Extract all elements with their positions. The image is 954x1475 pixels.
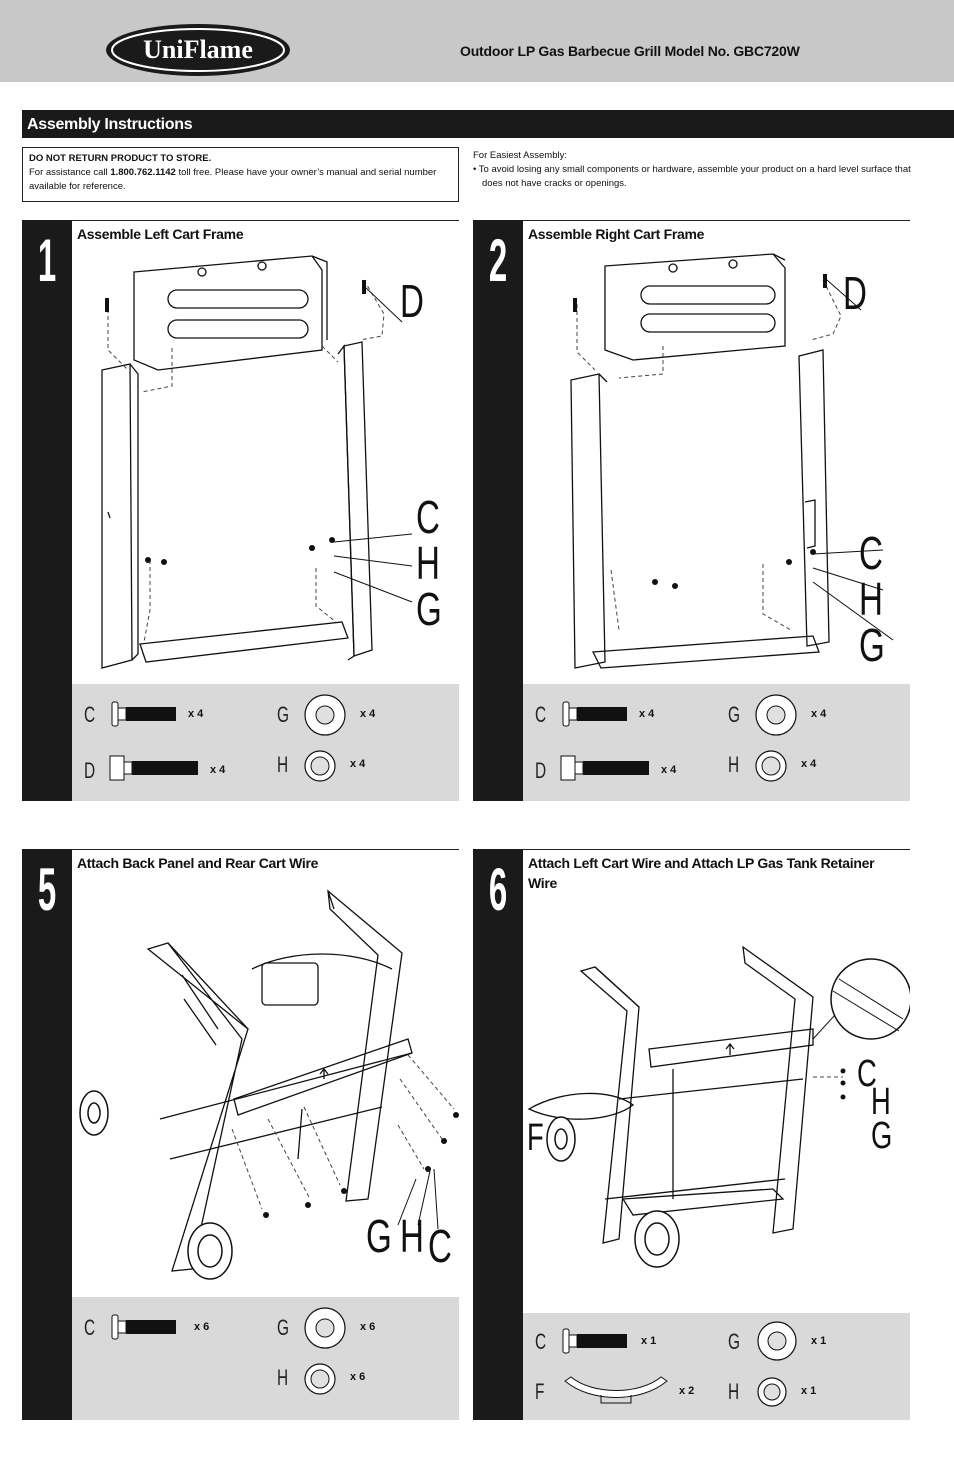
page-header: UniFlame Outdoor LP Gas Barbecue Grill M… bbox=[0, 0, 954, 82]
part-letter: G bbox=[728, 1329, 740, 1354]
callout-letter: C bbox=[859, 527, 883, 579]
step-number-column: 5 bbox=[22, 849, 72, 1420]
flat-washer-icon bbox=[304, 1307, 346, 1349]
left-cart-frame-diagram bbox=[101, 255, 413, 669]
part-letter: D bbox=[535, 758, 547, 783]
easiest-assembly-note: For Easiest Assembly: • To avoid losing … bbox=[473, 149, 913, 191]
step-5-panel: 5 Attach Back Panel and Rear Cart Wire bbox=[22, 849, 459, 1420]
brand-text: UniFlame bbox=[143, 35, 253, 64]
part-letter: G bbox=[277, 1315, 289, 1340]
part-letter: C bbox=[535, 1329, 547, 1354]
lock-washer-icon bbox=[304, 750, 336, 782]
part-letter: G bbox=[277, 702, 289, 727]
left-cart-wire-tank-retainer-diagram bbox=[527, 945, 910, 1268]
notice-heading: DO NOT RETURN PRODUCT TO STORE. bbox=[29, 153, 212, 164]
callout-letter: H bbox=[859, 573, 883, 625]
step-number: 6 bbox=[488, 856, 508, 923]
bolt-short-icon bbox=[562, 1328, 627, 1354]
step-title: Assemble Right Cart Frame bbox=[528, 226, 705, 242]
flat-washer-icon bbox=[757, 1321, 797, 1361]
part-letter: C bbox=[84, 702, 96, 727]
callout-letter: H bbox=[400, 1210, 424, 1262]
callout-letter: C bbox=[857, 1053, 877, 1095]
part-letter: H bbox=[277, 1365, 289, 1390]
part-qty: x 6 bbox=[194, 1321, 210, 1333]
back-panel-rear-wire-diagram bbox=[79, 889, 459, 1280]
easiest-bullet: • To avoid losing any small components o… bbox=[473, 164, 911, 189]
step-number-column: 6 bbox=[473, 849, 523, 1420]
bolt-long-icon bbox=[109, 755, 198, 781]
flat-washer-icon bbox=[304, 694, 346, 736]
part-letter: H bbox=[728, 1379, 740, 1404]
part-letter: D bbox=[84, 758, 96, 783]
uniflame-logo: UniFlame bbox=[106, 24, 290, 76]
part-qty: x 4 bbox=[801, 758, 817, 770]
part-letter: C bbox=[84, 1315, 96, 1340]
part-qty: x 1 bbox=[641, 1335, 657, 1347]
callout-letter: C bbox=[416, 491, 440, 543]
part-letter: H bbox=[277, 752, 289, 777]
callout-letter: H bbox=[416, 537, 440, 589]
step-2-panel: 2 Assemble Right Cart Frame bbox=[473, 220, 910, 801]
step-number: 2 bbox=[488, 227, 508, 294]
step-title: Assemble Left Cart Frame bbox=[77, 226, 244, 242]
callout-letter: F bbox=[527, 1117, 544, 1159]
callout-letter: G bbox=[859, 619, 885, 671]
header-title: Outdoor LP Gas Barbecue Grill Model No. … bbox=[460, 43, 800, 59]
part-qty: x 4 bbox=[360, 708, 376, 720]
part-qty: x 4 bbox=[639, 708, 655, 720]
step-1-panel: 1 Assemble Left Cart Frame bbox=[22, 220, 459, 801]
bolt-short-icon bbox=[111, 1314, 176, 1340]
step-title: Attach Back Panel and Rear Cart Wire bbox=[77, 855, 319, 871]
part-letter: F bbox=[535, 1379, 545, 1404]
notice-text-suffix: toll free. Please have your owner’s manu… bbox=[29, 167, 437, 192]
notice-text: For assistance call 1.800.762.1142 toll … bbox=[29, 166, 452, 194]
lock-washer-icon bbox=[755, 750, 787, 782]
step-number-column: 2 bbox=[473, 220, 523, 801]
part-qty: x 4 bbox=[210, 764, 226, 776]
step-number: 5 bbox=[37, 856, 57, 923]
bolt-short-icon bbox=[562, 701, 627, 727]
callout-letter: D bbox=[843, 267, 867, 319]
step-number-column: 1 bbox=[22, 220, 72, 801]
callout-letter: G bbox=[416, 583, 442, 635]
callout-letter: C bbox=[428, 1220, 452, 1272]
hardware-parts-box: C x 6 G x 6 H x 6 bbox=[72, 1297, 459, 1420]
section-title: Assembly Instructions bbox=[22, 110, 954, 138]
part-letter: H bbox=[728, 752, 740, 777]
part-qty: x 4 bbox=[350, 758, 366, 770]
part-qty: x 1 bbox=[811, 1335, 827, 1347]
bolt-short-icon bbox=[111, 701, 176, 727]
hardware-parts-box: C x 4 D x 4 G x 4 H x 4 bbox=[72, 684, 459, 801]
hardware-parts-box: C x 4 D x 4 G x 4 H x 4 bbox=[523, 684, 910, 801]
step-6-panel: 6 Attach Left Cart Wire and Attach LP Ga… bbox=[473, 849, 910, 1420]
callout-letter: G bbox=[366, 1210, 392, 1262]
part-letter: G bbox=[728, 702, 740, 727]
part-letter: C bbox=[535, 702, 547, 727]
part-qty: x 4 bbox=[188, 708, 204, 720]
flat-washer-icon bbox=[755, 694, 797, 736]
easiest-heading: For Easiest Assembly: bbox=[473, 150, 567, 161]
step-number: 1 bbox=[37, 227, 57, 294]
bolt-long-icon bbox=[560, 755, 649, 781]
step-title: Attach Left Cart Wire and Attach LP Gas … bbox=[528, 855, 875, 891]
part-qty: x 2 bbox=[679, 1385, 695, 1397]
callout-letter: D bbox=[400, 275, 424, 327]
part-qty: x 6 bbox=[350, 1371, 366, 1383]
lock-washer-icon bbox=[757, 1377, 787, 1407]
hardware-parts-box: C x 1 F x 2 G x 1 H x 1 bbox=[523, 1313, 910, 1420]
callout-letter: G bbox=[871, 1115, 893, 1157]
notice-phone: 1.800.762.1142 bbox=[110, 167, 176, 178]
callout-letter: H bbox=[871, 1081, 891, 1123]
part-qty: x 4 bbox=[811, 708, 827, 720]
part-qty: x 1 bbox=[801, 1385, 817, 1397]
lock-washer-icon bbox=[304, 1363, 336, 1395]
right-cart-frame-diagram bbox=[570, 253, 894, 669]
notice-text-prefix: For assistance call bbox=[29, 167, 111, 178]
part-qty: x 4 bbox=[661, 764, 677, 776]
notice-box: DO NOT RETURN PRODUCT TO STORE. For assi… bbox=[22, 147, 459, 202]
part-qty: x 6 bbox=[360, 1321, 376, 1333]
cart-wire-icon bbox=[564, 1376, 668, 1404]
